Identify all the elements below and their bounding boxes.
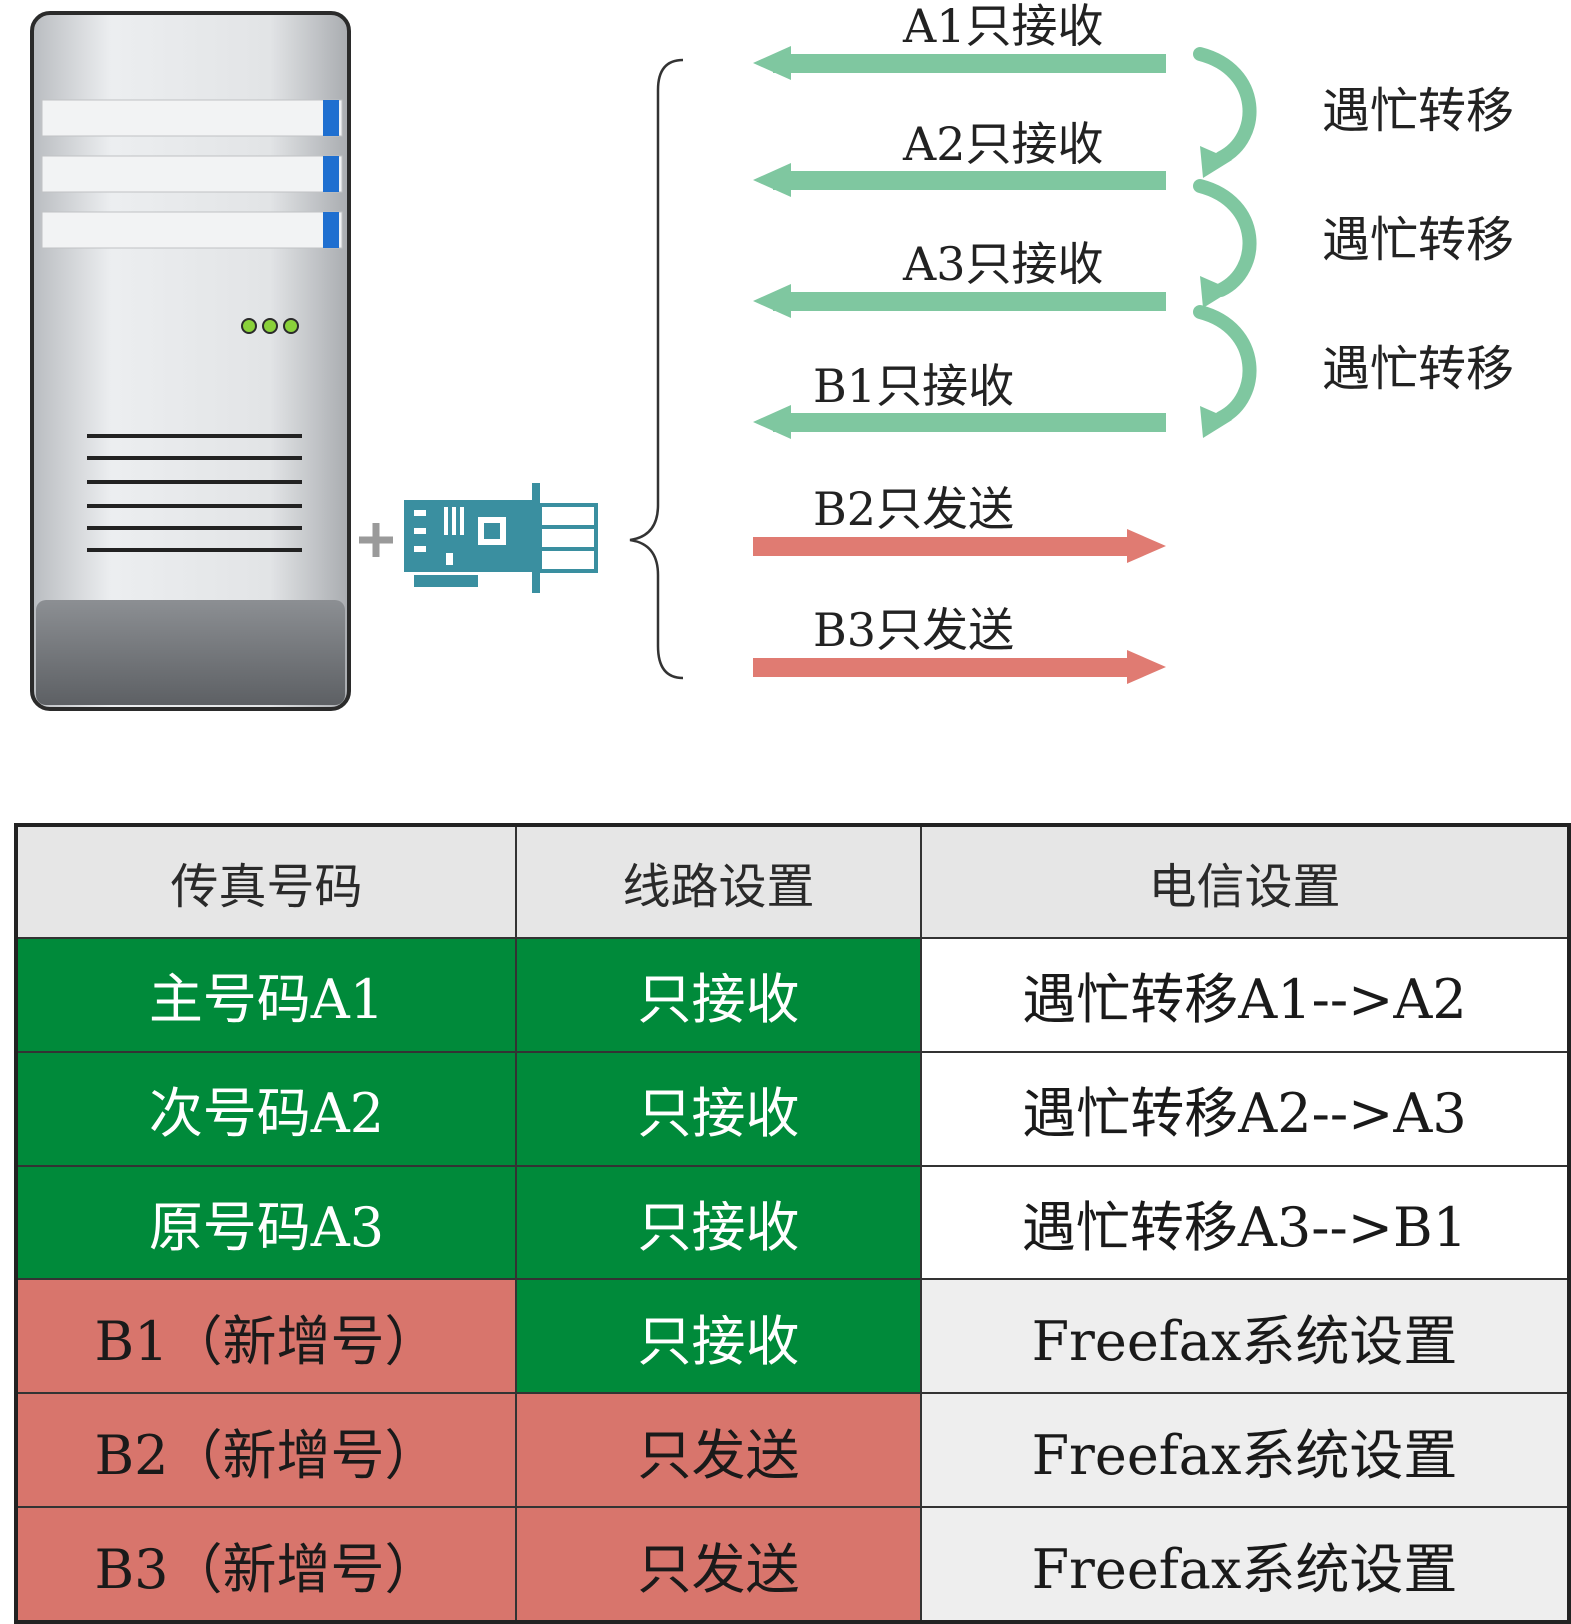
line-setting-cell: 只接收 xyxy=(515,1050,922,1167)
fax-number-cell: 原号码A3 xyxy=(15,1164,517,1281)
line-arrow-a2 xyxy=(753,163,1166,197)
busy-transfer-arrow-2 xyxy=(1193,179,1257,308)
busy-transfer-label-2: 遇忙转移 xyxy=(1322,212,1514,268)
table-header-row: 传真号码 线路设置 电信设置 xyxy=(15,824,1570,939)
busy-transfer-arrow-3 xyxy=(1193,305,1257,438)
header-fax-number: 传真号码 xyxy=(15,824,517,939)
fax-number-cell: 主号码A1 xyxy=(15,937,517,1053)
server-icon xyxy=(30,11,351,711)
fax-number-cell: B3（新增号） xyxy=(15,1506,517,1623)
plus-icon xyxy=(359,523,393,557)
fax-number-cell: B1（新增号） xyxy=(15,1278,517,1395)
line-label-a3: A3只接收 xyxy=(902,237,1104,291)
busy-transfer-label-1: 遇忙转移 xyxy=(1322,83,1514,139)
line-label-b1: B1只接收 xyxy=(813,359,1014,413)
line-setting-cell: 只发送 xyxy=(515,1392,922,1509)
fax-number-cell: 次号码A2 xyxy=(15,1050,517,1167)
line-setting-cell: 只发送 xyxy=(515,1506,922,1623)
line-label-a2: A2只接收 xyxy=(902,117,1104,171)
telecom-setting-cell: Freefax系统设置 xyxy=(920,1506,1570,1623)
telecom-setting-cell: 遇忙转移A3-->B1 xyxy=(920,1164,1570,1281)
telecom-setting-cell: 遇忙转移A2-->A3 xyxy=(920,1050,1570,1167)
brace-icon xyxy=(629,58,684,680)
line-label-a1: A1只接收 xyxy=(902,0,1104,53)
fax-card-icon xyxy=(404,483,598,593)
busy-transfer-label-3: 遇忙转移 xyxy=(1322,341,1514,397)
telecom-setting-cell: Freefax系统设置 xyxy=(920,1392,1570,1509)
line-arrow-b3 xyxy=(753,650,1166,684)
line-diagram: A1只接收 A2只接收 A3只接收 B1只接收 B2只发送 B3只发送 遇忙转移… xyxy=(30,0,1514,711)
header-line-setting: 线路设置 xyxy=(515,824,922,939)
busy-transfer-arrow-1 xyxy=(1193,47,1257,178)
header-telecom-setting: 电信设置 xyxy=(920,824,1570,939)
line-label-b3: B3只发送 xyxy=(813,603,1014,657)
line-arrow-a1 xyxy=(753,46,1166,80)
line-arrow-a3 xyxy=(753,284,1166,318)
fax-number-cell: B2（新增号） xyxy=(15,1392,517,1509)
line-arrow-b1 xyxy=(753,405,1166,439)
line-label-b2: B2只发送 xyxy=(813,482,1014,536)
line-setting-cell: 只接收 xyxy=(515,1164,922,1281)
telecom-setting-cell: Freefax系统设置 xyxy=(920,1278,1570,1395)
line-setting-cell: 只接收 xyxy=(515,937,922,1053)
telecom-setting-cell: 遇忙转移A1-->A2 xyxy=(920,937,1570,1053)
line-arrow-b2 xyxy=(753,529,1166,563)
line-setting-cell: 只接收 xyxy=(515,1278,922,1395)
